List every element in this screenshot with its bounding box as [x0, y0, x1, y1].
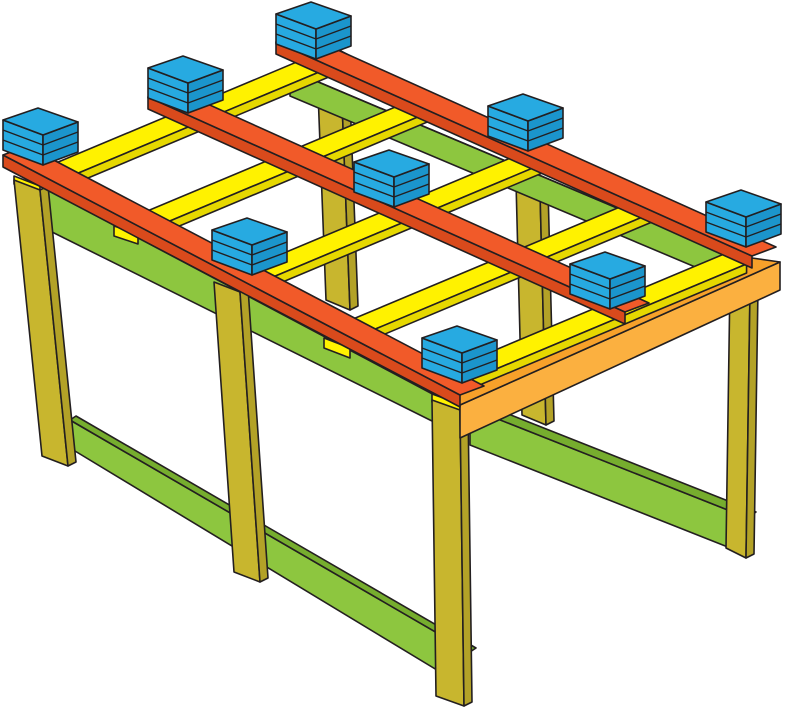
stacked-block-2-top: [147, 55, 224, 84]
stacked-block-4-layer-line: [211, 239, 253, 256]
front-right-leg-front: [431, 399, 465, 707]
stacked-block-6-top: [487, 93, 564, 122]
stacked-block-6-layer-line: [527, 127, 564, 142]
stacked-block-2-layer-line: [147, 87, 189, 104]
stacked-block-4-layer-line: [251, 251, 288, 266]
stacked-block-7-layer-line: [461, 359, 498, 374]
stacked-block-3-layer-line: [275, 33, 317, 50]
stacked-block-5-top: [353, 149, 430, 178]
stacked-block-2-layer-line: [147, 77, 189, 94]
stacked-block-9-top: [705, 189, 782, 218]
stacked-block-1-layer-line: [42, 131, 79, 146]
stacked-block-3-layer-line: [275, 23, 317, 40]
stacked-block-1-layer-line: [42, 141, 79, 156]
stacked-block-2-layer-line: [187, 79, 224, 94]
stacked-block-5-layer-line: [393, 173, 430, 188]
stacked-block-9-layer-line: [705, 221, 747, 238]
stacked-block-1-top: [2, 107, 79, 136]
stacked-block-1-layer-line: [2, 129, 44, 146]
stacked-block-4-top: [211, 217, 288, 246]
stacked-block-8-layer-line: [569, 273, 611, 290]
front-lower-beam-face: [69, 419, 471, 691]
front-lower-beam-top: [69, 415, 477, 653]
stacked-block-8-top: [569, 251, 646, 280]
stacked-block-7-layer-line: [421, 357, 463, 374]
stacked-block-6-layer-line: [487, 115, 529, 132]
stacked-block-7-layer-line: [461, 349, 498, 364]
stacked-block-6-layer-line: [487, 125, 529, 142]
stacked-block-1-layer-line: [2, 139, 44, 156]
stacked-block-9-layer-line: [705, 211, 747, 228]
stacked-block-9-layer-line: [745, 223, 782, 238]
stacked-block-5-layer-line: [393, 183, 430, 198]
stacked-block-8-layer-line: [609, 275, 646, 290]
stacked-block-5-layer-line: [353, 171, 395, 188]
stacked-block-7-top: [421, 325, 498, 354]
stacked-block-9-layer-line: [745, 213, 782, 228]
stacked-block-5-layer-line: [353, 181, 395, 198]
stacked-block-3-top: [275, 1, 352, 30]
stacked-block-8-layer-line: [569, 283, 611, 300]
stacked-block-4-layer-line: [251, 241, 288, 256]
stacked-block-4-layer-line: [211, 249, 253, 266]
stacked-block-2-layer-line: [187, 89, 224, 104]
stacked-block-3-layer-line: [315, 25, 352, 40]
stacked-block-3-layer-line: [315, 35, 352, 50]
stacked-block-8-layer-line: [609, 285, 646, 300]
right-lower-beam-face: [469, 407, 749, 556]
stacked-block-7-layer-line: [421, 347, 463, 364]
stacked-block-6-layer-line: [527, 117, 564, 132]
